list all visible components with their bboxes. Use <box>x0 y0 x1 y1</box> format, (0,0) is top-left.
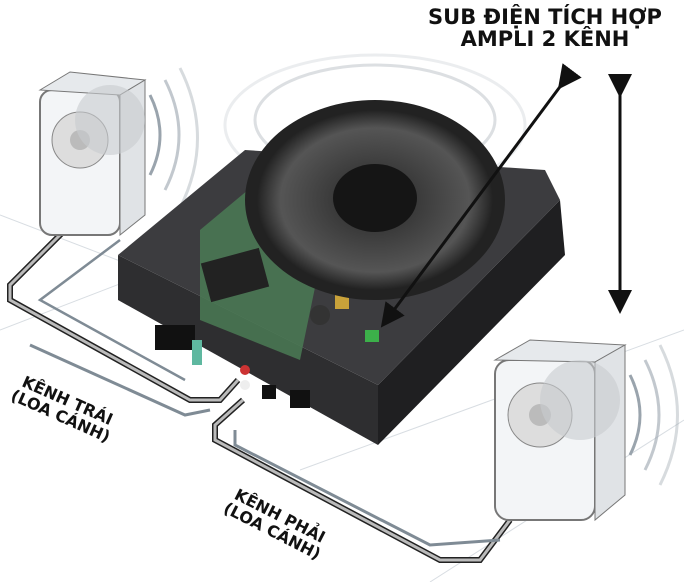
title-line-2: AMPLI 2 KÊNH <box>460 27 630 52</box>
left-speaker <box>38 71 147 237</box>
product-title: SUB ĐIỆN TÍCH HỢP AMPLI 2 KÊNH <box>410 6 680 50</box>
right-speaker <box>493 339 627 522</box>
pointer-arrow <box>380 63 582 328</box>
speaker-cables <box>7 222 513 563</box>
title-line-1: SUB ĐIỆN TÍCH HỢP <box>428 5 662 29</box>
